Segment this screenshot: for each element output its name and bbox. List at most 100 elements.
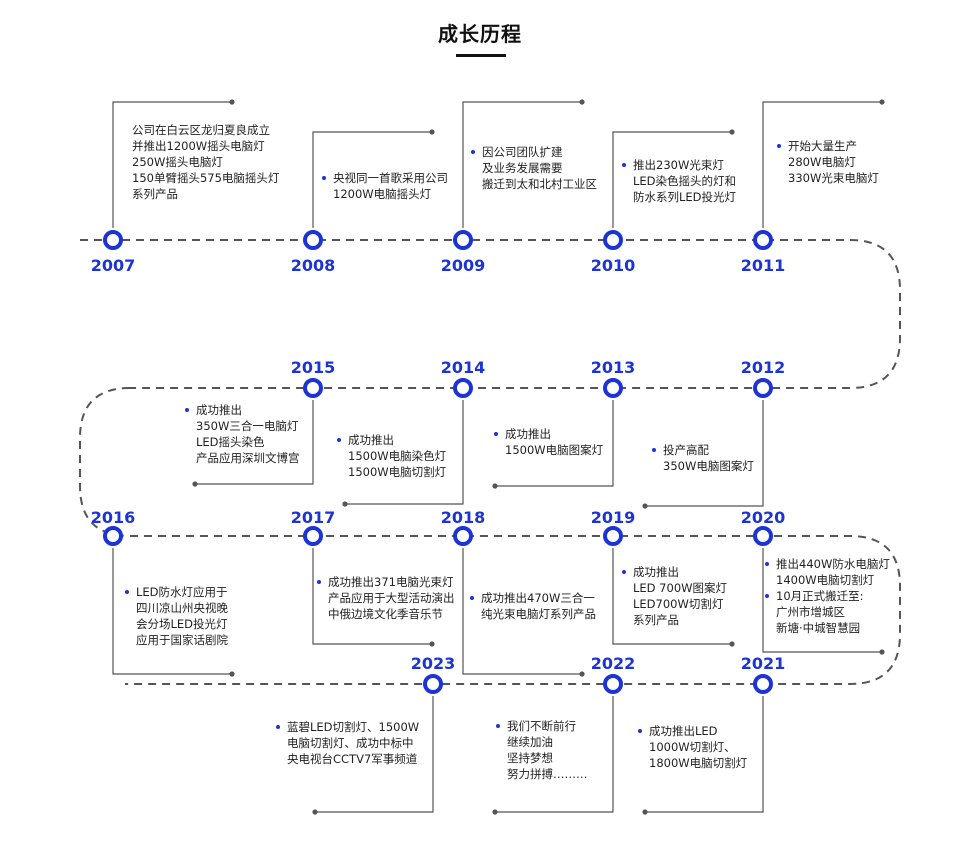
milestone-line: 1200W电脑摇头灯: [333, 187, 432, 201]
milestone-line: 1500W电脑切割灯: [348, 465, 447, 479]
connector-end-dot: [579, 671, 585, 677]
milestone-line: 四川凉山州央视晚: [136, 601, 228, 615]
milestone-line: 150单臂摇头575电脑摇头灯: [132, 171, 280, 185]
milestone-line: 投产高配: [652, 442, 754, 458]
connector-end-dot: [492, 809, 498, 815]
milestone-line: 及业务发展需要: [482, 161, 563, 175]
timeline-track-upper: [80, 239, 901, 389]
connector-line: [462, 101, 582, 228]
year-label: 2019: [590, 508, 636, 527]
connector-line: [112, 548, 232, 675]
connector-end-dot: [192, 481, 198, 487]
connector-line: [762, 548, 882, 653]
connector-line: [462, 548, 582, 675]
connector-end-dot: [229, 99, 235, 105]
timeline-node: [603, 378, 623, 398]
milestone-line: 1000W切割灯、: [649, 740, 736, 754]
milestone-line: 产品应用深圳文博宫: [196, 451, 300, 465]
connector-line: [495, 400, 614, 487]
year-label: 2017: [290, 508, 336, 527]
milestone-line: 350W电脑图案灯: [663, 459, 754, 473]
year-label: 2009: [440, 256, 486, 275]
timeline-node: [453, 526, 473, 546]
milestone-line: 努力拼搏………: [507, 767, 588, 781]
connector-line: [645, 696, 764, 813]
milestone-line: 280W电脑灯: [788, 155, 856, 169]
milestone-line: LED染色摇头的灯和: [633, 174, 737, 188]
connector-line: [495, 696, 614, 813]
milestone-line: 系列产品: [633, 613, 679, 627]
timeline-node: [453, 378, 473, 398]
milestone-line: 1400W电脑切割灯: [776, 573, 875, 587]
milestone-line: 央视同一首歌采用公司: [322, 171, 448, 185]
year-label: 2010: [590, 256, 636, 275]
milestone-line: 系列产品: [132, 187, 178, 201]
milestone-line: 1500W电脑图案灯: [505, 443, 604, 457]
milestone-line: 产品应用于大型活动演出: [328, 591, 455, 605]
connector-end-dot: [879, 649, 885, 655]
year-label: 2020: [740, 508, 786, 527]
milestone-description: 成功推出470W三合一纯光束电脑灯系列产品: [470, 590, 596, 622]
milestone-line: 公司在白云区龙归夏良成立: [132, 123, 270, 137]
timeline-node: [753, 378, 773, 398]
year-label: 2012: [740, 358, 786, 377]
milestone-line: 成功推出371电脑光束灯: [317, 575, 454, 589]
milestone-line: 并推出1200W摇头电脑灯: [132, 139, 265, 153]
milestone-line: 1500W电脑染色灯: [348, 449, 447, 463]
milestone-line: 应用于国家话剧院: [136, 633, 228, 647]
year-label: 2013: [590, 358, 636, 377]
milestone-line: 250W摇头电脑灯: [132, 155, 223, 169]
milestone-line: 成功推出: [493, 426, 603, 442]
timeline-node: [103, 230, 123, 250]
milestone-description: 我们不断前行继续加油坚持梦想努力拼搏………: [496, 718, 588, 782]
connector-line: [112, 101, 232, 228]
connector-end-dot: [429, 129, 435, 135]
connector-end-dot: [342, 501, 348, 507]
milestone-line: 推出230W光束灯: [621, 157, 736, 173]
milestone-description: 央视同一首歌采用公司 1200W电脑摇头灯: [322, 170, 448, 202]
timeline-node: [303, 526, 323, 546]
milestone-description: 因公司团队扩建及业务发展需要搬迁到太和北村工业区: [471, 144, 597, 192]
milestone-line: 因公司团队扩建: [471, 144, 597, 160]
page-title: 成长历程: [438, 22, 522, 46]
milestone-line: 继续加油: [507, 735, 553, 749]
timeline-node: [603, 674, 623, 694]
year-label: 2018: [440, 508, 486, 527]
connector-end-dot: [729, 641, 735, 647]
connector-line: [612, 548, 732, 645]
year-label: 2011: [740, 256, 786, 275]
year-label: 2022: [590, 654, 636, 673]
timeline-track-lower: [79, 387, 901, 685]
year-label: 2021: [740, 654, 786, 673]
connector-end-dot: [492, 483, 498, 489]
milestone-line: 坚持梦想: [507, 751, 553, 765]
milestone-line: 纯光束电脑灯系列产品: [481, 607, 596, 621]
connector-end-dot: [229, 671, 235, 677]
milestone-line: 成功推出: [185, 402, 300, 418]
milestone-line: 350W三合一电脑灯: [196, 419, 299, 433]
milestone-line: LED摇头染色: [196, 435, 265, 449]
year-label: 2015: [290, 358, 336, 377]
milestone-description: 成功推出371电脑光束灯产品应用于大型活动演出中俄边境文化季音乐节: [317, 574, 455, 622]
timeline-node: [753, 674, 773, 694]
timeline-node: [753, 526, 773, 546]
connector-line: [312, 131, 432, 228]
milestone-line: 防水系列LED投光灯: [633, 190, 737, 204]
year-label: 2008: [290, 256, 336, 275]
timeline-node: [423, 674, 443, 694]
milestone-line: 成功推出: [336, 432, 446, 448]
year-label: 2007: [90, 256, 136, 275]
connector-end-dot: [642, 503, 648, 509]
milestone-line: 开始大量生产: [777, 138, 879, 154]
year-label: 2014: [440, 358, 486, 377]
